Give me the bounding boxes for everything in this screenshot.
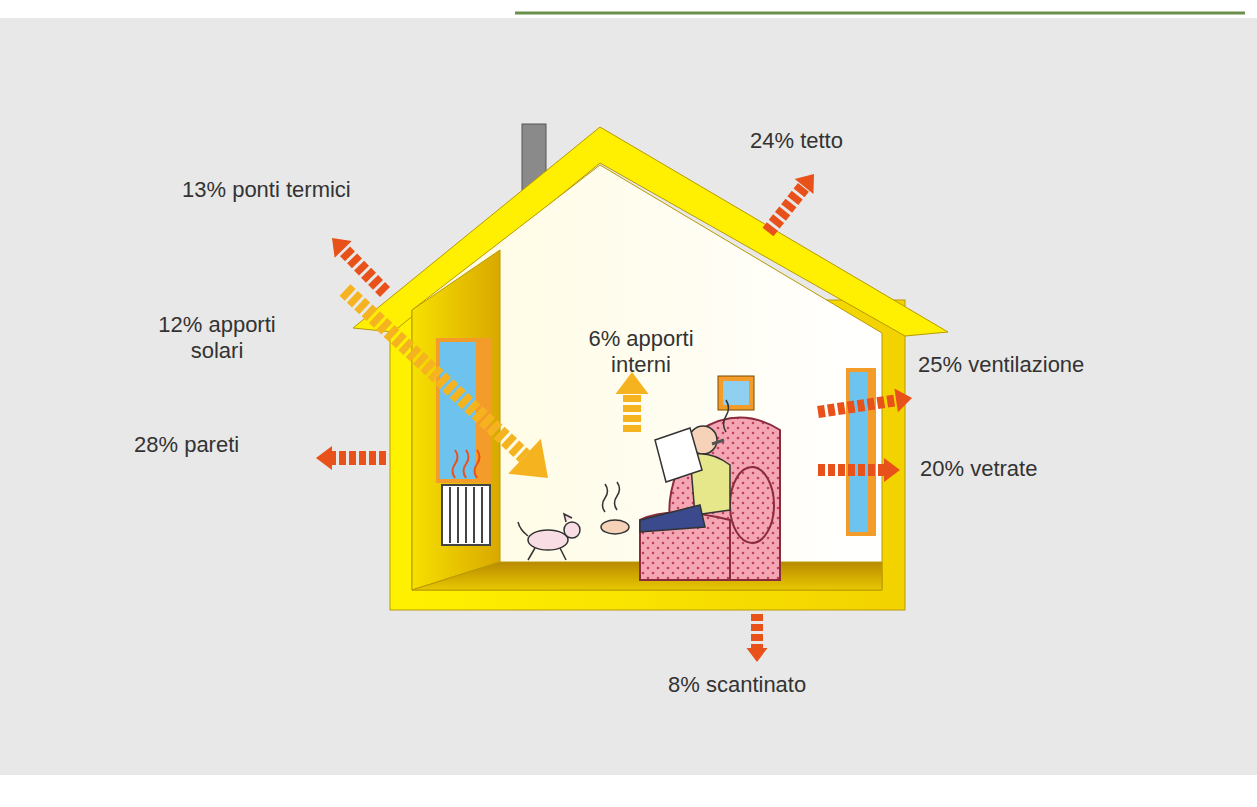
percentage-label: 28% pareti xyxy=(134,432,239,458)
heat-flow-arrow xyxy=(345,290,548,478)
arrow-shaft xyxy=(345,290,525,456)
radiator xyxy=(442,485,490,545)
header-rule xyxy=(515,12,1245,15)
arrow-head xyxy=(316,446,332,470)
percentage-label: 25% ventilazione xyxy=(918,352,1084,378)
percentage-label: 13% ponti termici xyxy=(182,177,351,203)
percentage-label: 24% tetto xyxy=(750,128,843,154)
heat-flow-arrow xyxy=(616,372,649,432)
percentage-label: 6% apporti interni xyxy=(566,326,716,379)
arrow-shaft xyxy=(332,451,386,465)
arrow-head xyxy=(747,648,768,662)
window-frame xyxy=(846,368,876,536)
arrow-head xyxy=(508,439,548,478)
arrow-shaft xyxy=(751,614,763,648)
heat-flow-arrow xyxy=(316,446,386,470)
arrow-shaft xyxy=(768,187,804,232)
heat-flow-arrow xyxy=(332,238,385,292)
heat-flow-arrow xyxy=(768,174,814,232)
arrow-head xyxy=(884,458,900,482)
heat-flow-arrow xyxy=(818,458,900,482)
arrow-head xyxy=(332,238,352,258)
percentage-label: 20% vetrate xyxy=(920,456,1037,482)
heat-waves xyxy=(453,450,480,478)
dog xyxy=(518,514,580,560)
picture-frame xyxy=(718,376,754,410)
percentage-label: 12% apporti solari xyxy=(142,312,292,365)
heat-flow-arrow xyxy=(747,614,768,662)
window-glass xyxy=(850,372,868,532)
background xyxy=(0,18,1257,775)
steam xyxy=(603,400,729,512)
armchair xyxy=(640,418,780,581)
heat-flow-arrow xyxy=(818,388,912,412)
arrow-head xyxy=(795,174,814,194)
room-interior xyxy=(412,165,882,590)
percentage-label: 8% scantinato xyxy=(668,672,806,698)
arrow-shaft xyxy=(818,464,884,476)
arrow-shaft xyxy=(818,400,896,412)
arrow-shaft xyxy=(623,394,641,432)
person xyxy=(601,426,730,534)
arrows xyxy=(316,174,912,662)
arrow-head xyxy=(894,388,912,412)
